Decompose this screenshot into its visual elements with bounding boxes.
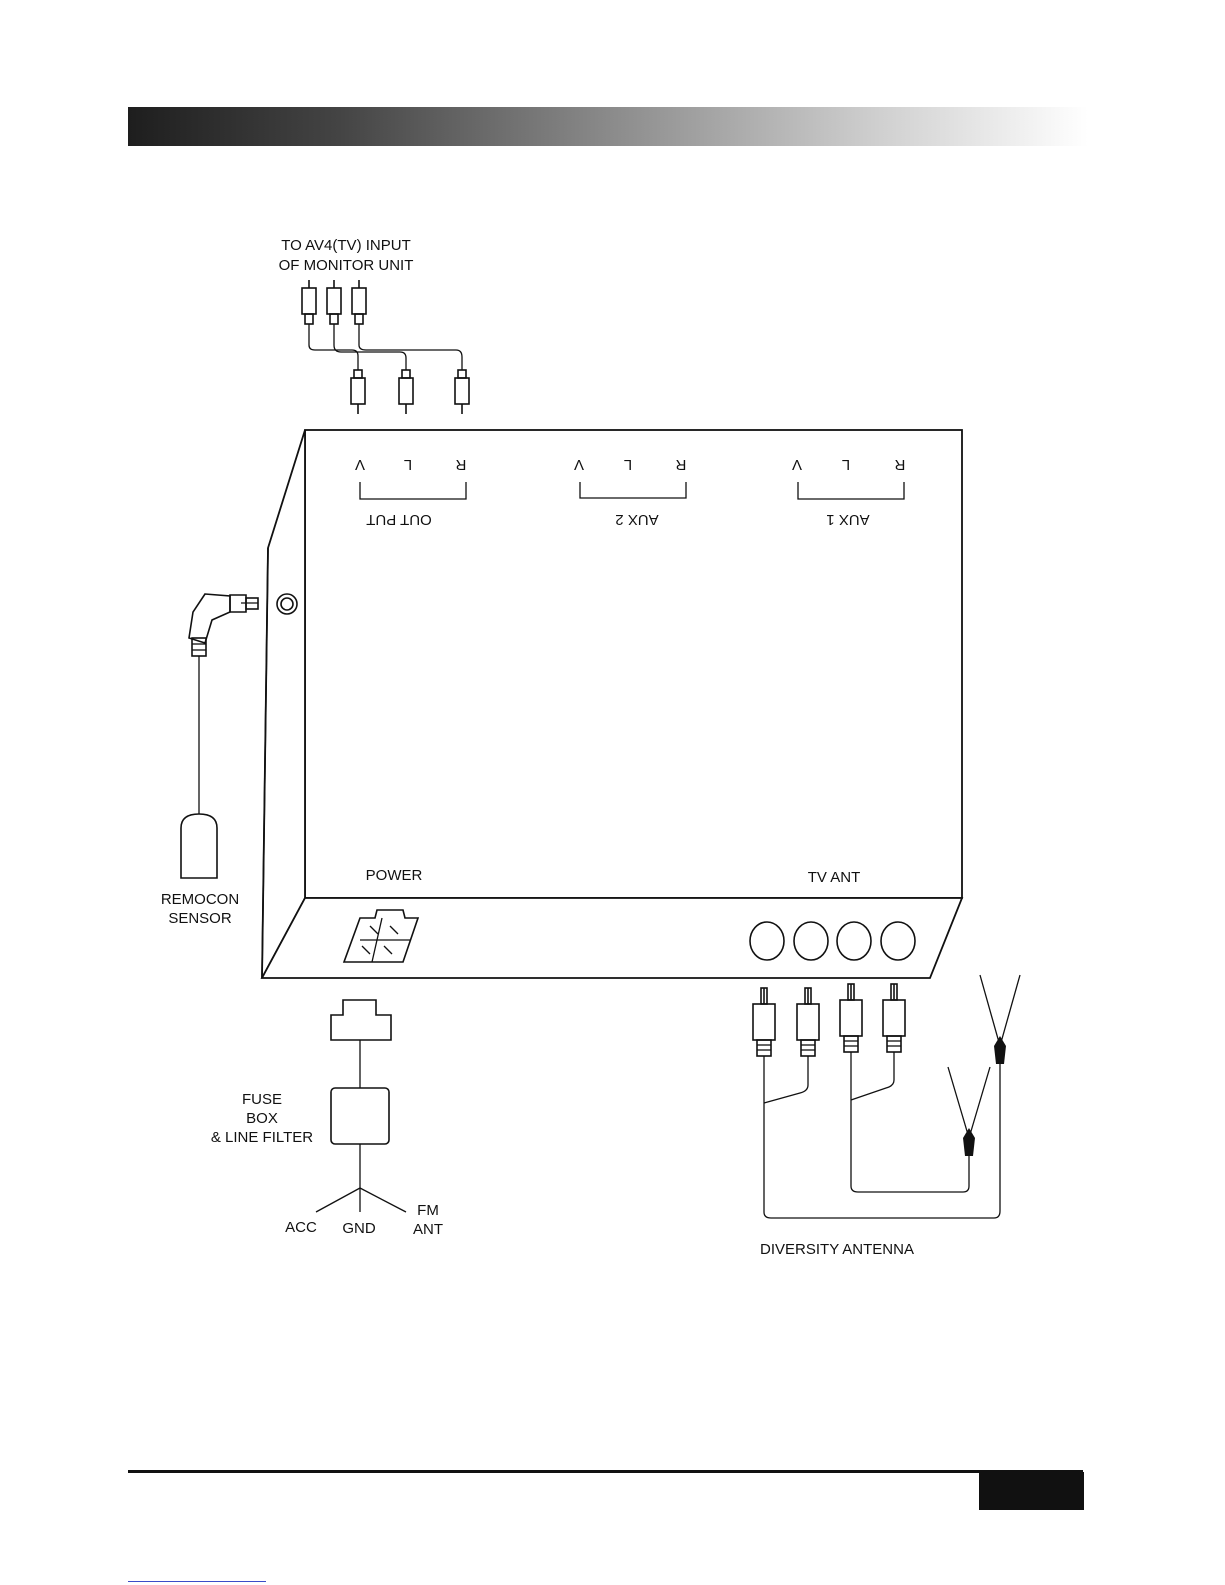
remocon-sensor-cable [181,594,258,878]
monitor-input-label-line1: TO AV4(TV) INPUT [281,237,410,254]
fuse-box-icon [331,1088,389,1144]
fuse-box-label-line1: FUSE [242,1091,282,1108]
aux1-l-label: L [842,456,850,473]
power-connector-icon [331,1000,391,1040]
aux2-l-label: L [624,456,632,473]
remocon-label-line1: REMOCON [161,891,239,908]
fuse-box-label-line2: BOX [246,1110,278,1127]
diversity-antenna-label: DIVERSITY ANTENNA [760,1241,914,1258]
monitor-rca-plugs-bottom [351,370,469,414]
remocon-sensor-icon [181,814,217,878]
page-number-tab [979,1472,1084,1510]
monitor-cable-wires [309,324,462,370]
tv-ant-label: TV ANT [808,869,861,886]
fm-ant-label-line2: ANT [413,1221,443,1238]
footer-rule [128,1470,1083,1473]
aux2-group-label: AUX 2 [615,511,658,528]
aux1-group-label: AUX 1 [826,511,869,528]
gnd-label: GND [342,1220,376,1237]
remocon-label-line2: SENSOR [168,910,232,927]
aux2-v-label: V [574,456,584,473]
aux1-r-label: R [894,456,905,473]
power-label: POWER [366,867,423,884]
footer-link-underline[interactable] [128,1581,266,1582]
fuse-box-label-line3: & LINE FILTER [211,1129,313,1146]
output-group-label: OUT PUT [366,511,432,528]
output-v-label: V [355,456,365,473]
fm-ant-label-line1: FM [417,1202,439,1219]
antenna-element-icon [980,975,1020,1064]
aux2-r-label: R [675,456,686,473]
monitor-input-label-line2: OF MONITOR UNIT [279,257,414,274]
output-l-label: L [404,456,412,473]
antenna-cables [764,1052,1000,1218]
antenna-element-icon [948,1067,990,1156]
power-harness [316,1000,406,1212]
output-r-label: R [455,456,466,473]
acc-label: ACC [285,1219,317,1236]
aux1-v-label: V [792,456,802,473]
antenna-plugs [753,984,905,1056]
monitor-rca-plugs-top [302,280,366,324]
